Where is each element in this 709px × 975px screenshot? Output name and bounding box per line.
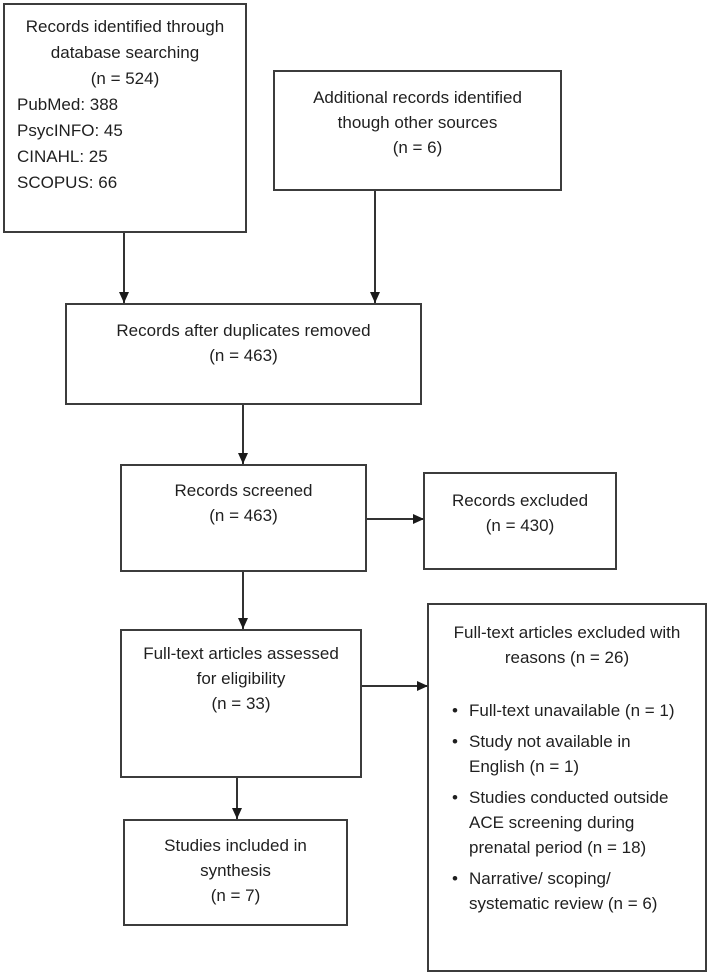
arrow-identified-to-duplicates (119, 233, 129, 303)
list-item: • Study not available in English (n = 1) (452, 729, 699, 779)
text-line: Full-text articles excluded with (453, 623, 681, 642)
text-line: Studies included in (164, 836, 307, 855)
text-line: ACE screening during (469, 813, 635, 832)
text-line: Full-text unavailable (n = 1) (469, 701, 675, 720)
arrow-screened-to-excluded (367, 518, 423, 520)
text-line: database searching (50, 43, 200, 62)
text-line: English (n = 1) (469, 757, 580, 776)
text-line: (n = 463) (209, 346, 278, 365)
text-line: Full-text articles assessed (143, 644, 339, 663)
source-line-psycinfo: PsycINFO: 45 (17, 121, 123, 140)
text-line: (n = 33) (211, 694, 271, 713)
text-line: Additional records identified (313, 88, 522, 107)
box-fulltext-excluded: Full-text articles excluded with reasons… (427, 603, 707, 972)
source-line-scopus: SCOPUS: 66 (17, 173, 118, 192)
bullet-icon: • (452, 732, 458, 751)
box-additional-records: Additional records identified though oth… (273, 70, 562, 191)
box-records-identified: Records identified through database sear… (3, 3, 247, 233)
arrow-duplicates-to-screened (238, 405, 248, 464)
box-records-screened: Records screened (n = 463) (120, 464, 367, 572)
text-line: synthesis (200, 861, 271, 880)
exclusion-reason-list: • Full-text unavailable (n = 1) • Study … (429, 698, 705, 916)
box-records-excluded: Records excluded (n = 430) (423, 472, 617, 570)
arrow-additional-to-duplicates (370, 191, 380, 303)
source-line-pubmed: PubMed: 388 (17, 95, 119, 114)
arrow-screened-to-fulltext (238, 572, 248, 629)
exclusion-reason: Full-text unavailable (n = 1) (469, 698, 699, 723)
box-fulltext-assessed: Full-text articles assessed for eligibil… (120, 629, 362, 778)
text-line: Studies conducted outside (469, 788, 669, 807)
text-line: (n = 7) (210, 886, 261, 905)
text-line: (n = 6) (392, 138, 443, 157)
text-line: reasons (n = 26) (504, 648, 630, 667)
exclusion-reason: Narrative/ scoping/ systematic review (n… (469, 866, 699, 916)
exclusion-reason: Study not available in English (n = 1) (469, 729, 699, 779)
text-line: though other sources (337, 113, 498, 132)
bullet-icon: • (452, 701, 458, 720)
text-line: Records identified through (25, 17, 225, 36)
box-records-identified-sources: PubMed: 388 PsycINFO: 45 CINAHL: 25 SCOP… (5, 92, 245, 196)
text-line: Study not available in (469, 732, 631, 751)
box-studies-included: Studies included in synthesis (n = 7) (123, 819, 348, 926)
text-line: Records screened (174, 481, 313, 500)
source-line-cinahl: CINAHL: 25 (17, 147, 108, 166)
bullet-icon: • (452, 788, 458, 807)
list-item: • Full-text unavailable (n = 1) (452, 698, 699, 723)
text-line: Records after duplicates removed (116, 321, 371, 340)
text-line: Narrative/ scoping/ (469, 869, 611, 888)
bullet-icon: • (452, 869, 458, 888)
text-line: for eligibility (196, 669, 286, 688)
exclusion-reason: Studies conducted outside ACE screening … (469, 785, 699, 860)
list-item: • Studies conducted outside ACE screenin… (452, 785, 699, 860)
box-records-identified-title: Records identified through database sear… (5, 14, 245, 92)
text-line: (n = 463) (209, 506, 278, 525)
text-line: (n = 524) (90, 69, 160, 88)
text-line: systematic review (n = 6) (469, 894, 658, 913)
list-item: • Narrative/ scoping/ systematic review … (452, 866, 699, 916)
arrow-fulltext-to-fulltext-excluded (362, 685, 427, 687)
arrow-fulltext-to-included (232, 778, 242, 819)
text-line: Records excluded (451, 491, 589, 510)
text-line: prenatal period (n = 18) (469, 838, 647, 857)
box-duplicates-removed: Records after duplicates removed (n = 46… (65, 303, 422, 405)
box-fulltext-excluded-title: Full-text articles excluded with reasons… (429, 620, 705, 670)
text-line: (n = 430) (485, 516, 555, 535)
